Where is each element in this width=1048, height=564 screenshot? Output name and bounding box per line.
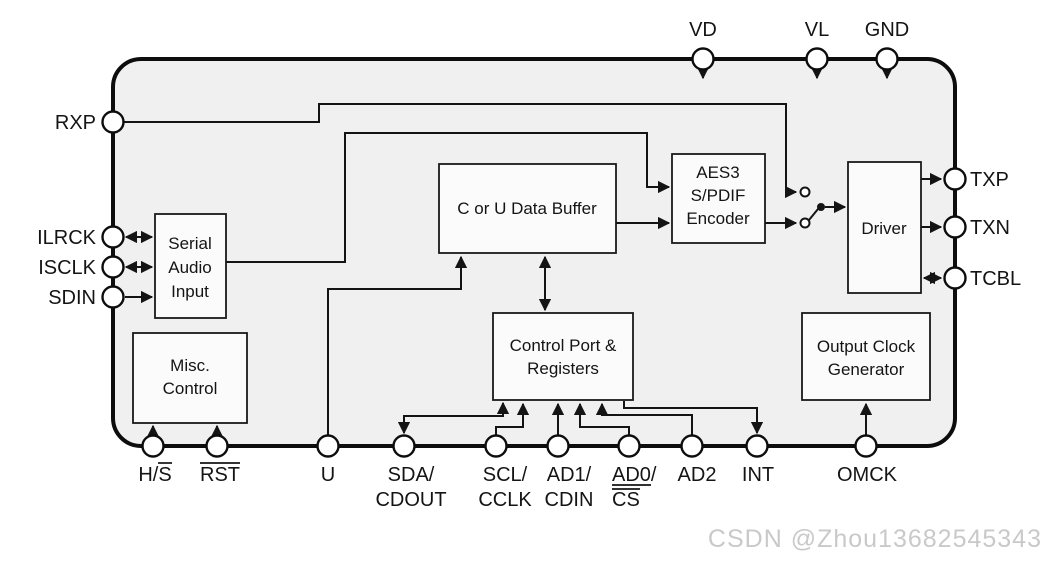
isclk-pin [101, 255, 125, 279]
ad0-wire [573, 402, 630, 435]
pin-label-cdout: CDOUT [375, 489, 446, 511]
int-wire [623, 401, 764, 435]
rxp-pin [101, 110, 125, 134]
pin-label-sda: SDA/ [388, 464, 435, 486]
ad0-underlined: AD0 [612, 464, 651, 486]
pin-label-tcbl: TCBL [970, 268, 1021, 290]
output-clock-generator-label-1: Output Clock [817, 337, 916, 356]
aes3-encoder-label-2: S/PDIF [691, 186, 746, 205]
pin-label-rst: RST [200, 464, 240, 486]
pin-label-int: INT [742, 464, 774, 486]
pin-label-isclk: ISCLK [38, 257, 96, 279]
output-select-switch [799, 186, 825, 229]
switch-pole-dot [817, 203, 825, 211]
misc-control-label-2: Control [163, 379, 218, 398]
int-pin [745, 434, 769, 458]
driver-block [847, 161, 922, 294]
rst-pin [205, 434, 229, 458]
pin-label-cs: CS [612, 489, 640, 511]
misc-control-label-1: Misc. [170, 356, 210, 375]
control-port-label-1: Control Port & [510, 336, 617, 355]
scl-cclk-pin [484, 434, 508, 458]
pin-label-txn: TXN [970, 217, 1010, 239]
pin-label-u: U [321, 464, 335, 486]
txp-pin [943, 167, 967, 191]
txn-pin [943, 215, 967, 239]
aes3-encoder-label-3: Encoder [686, 209, 750, 228]
vd-pin [691, 47, 715, 71]
pin-label-hs: H/S [138, 464, 171, 486]
switch-top-terminal [799, 186, 811, 198]
output-clock-generator-label-2: Generator [828, 360, 905, 379]
pin-label-cclk: CCLK [478, 489, 532, 511]
c-or-u-data-buffer-block [438, 163, 617, 254]
u-pin-to-buffer-wire [327, 255, 468, 435]
pin-label-vl: VL [805, 19, 829, 41]
switch-lever [808, 208, 819, 221]
ad0-rest: / [651, 464, 657, 486]
pin-label-cdin: CDIN [545, 489, 594, 511]
ad2-pin [680, 434, 704, 458]
sda-cdout-pin [392, 434, 416, 458]
pin-label-rxp: RXP [55, 112, 96, 134]
scl-wire [495, 402, 530, 435]
pin-label-ad0: AD0/ [612, 464, 657, 486]
pin-label-vd: VD [689, 19, 717, 41]
pin-label-ad1: AD1/ [547, 464, 592, 486]
serial-audio-to-encoder-wire [226, 132, 671, 263]
c-or-u-data-buffer-label: C or U Data Buffer [457, 199, 597, 218]
sdin-pin [101, 285, 125, 309]
pin-label-sdin: SDIN [48, 287, 96, 309]
serial-audio-input-label-1: Serial [168, 234, 211, 253]
aes3-spdif-encoder-block [671, 153, 766, 244]
watermark: CSDN @Zhou13682545343 [708, 525, 1042, 553]
vl-pin [805, 47, 829, 71]
ad2-wire [595, 402, 693, 435]
rxp-bypass-wire [113, 103, 798, 199]
pin-label-scl: SCL/ [483, 464, 528, 486]
control-port-label-2: Registers [527, 359, 599, 378]
output-clock-generator-block [801, 312, 931, 401]
control-port-registers-block [492, 312, 634, 401]
pin-label-txp: TXP [970, 169, 1009, 191]
ad0-cs-pin [617, 434, 641, 458]
sda-wire [397, 401, 510, 435]
hs-overlined: S [158, 464, 171, 486]
pin-label-gnd: GND [865, 19, 909, 41]
hs-base: H/ [138, 464, 158, 486]
u-pin [316, 434, 340, 458]
aes3-encoder-label-1: AES3 [696, 163, 739, 182]
pin-label-ilrck: ILRCK [37, 227, 97, 249]
tcbl-pin [943, 266, 967, 290]
switch-bottom-terminal [799, 217, 811, 229]
pin-label-omck: OMCK [837, 464, 898, 486]
serial-audio-input-block [154, 213, 227, 319]
gnd-pin [875, 47, 899, 71]
driver-label: Driver [861, 219, 907, 238]
serial-audio-input-label-2: Audio [168, 258, 211, 277]
misc-control-block [132, 332, 248, 424]
rst-overlined: RST [200, 464, 240, 486]
hs-pin [141, 434, 165, 458]
omck-pin [854, 434, 878, 458]
ad1-cdin-pin [546, 434, 570, 458]
ilrck-pin [101, 225, 125, 249]
pin-label-ad2: AD2 [678, 464, 717, 486]
serial-audio-input-label-3: Input [171, 282, 209, 301]
